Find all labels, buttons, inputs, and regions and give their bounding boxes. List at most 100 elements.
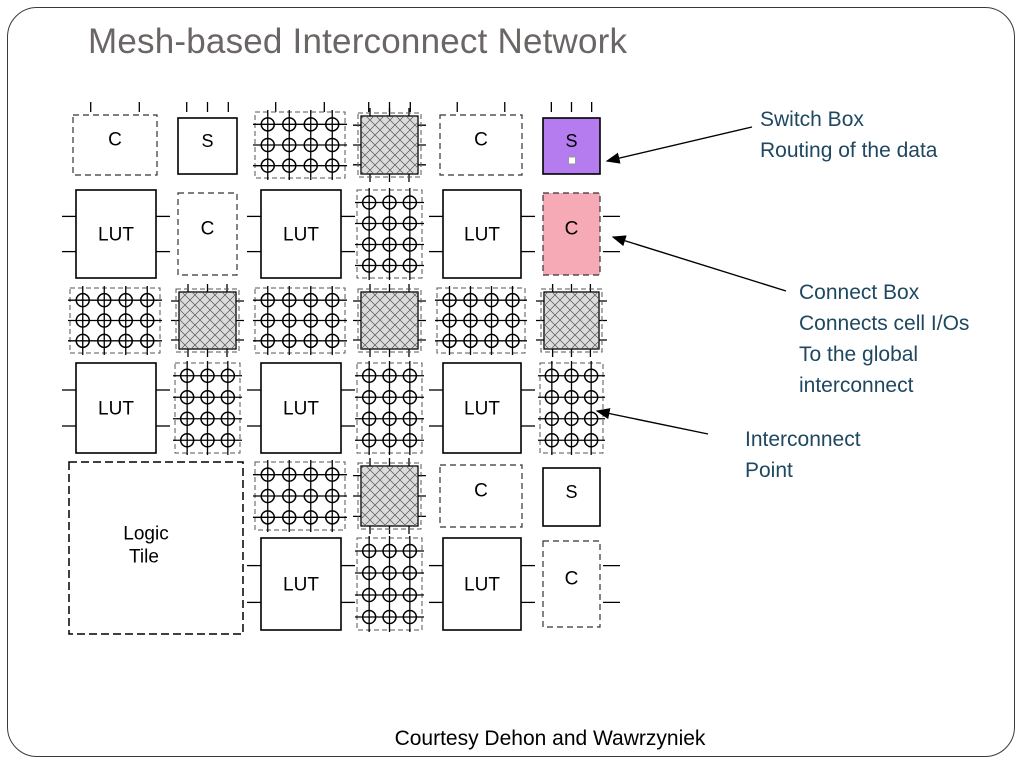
lut-block: LUT xyxy=(260,537,342,631)
interconnect-point xyxy=(382,587,397,603)
interconnect-point xyxy=(402,543,418,559)
block-label: C xyxy=(108,130,122,151)
interconnect-point xyxy=(140,313,155,328)
connect-block: C xyxy=(439,464,523,528)
interconnect-point xyxy=(361,565,377,581)
interconnect-point xyxy=(402,390,418,405)
dots-block xyxy=(538,361,605,455)
block-label: LUT xyxy=(98,399,134,420)
interconnect-point xyxy=(361,543,377,559)
interconnect-point xyxy=(179,368,195,383)
block-label: C xyxy=(565,569,579,590)
interconnect-point xyxy=(382,216,397,231)
credit-caption: Courtesy Dehon and Wawrzyniek xyxy=(394,727,706,750)
lut-block: LUT xyxy=(442,362,522,454)
interconnect-point xyxy=(564,368,579,383)
xbar-block xyxy=(353,108,426,182)
interconnect-point xyxy=(382,237,397,252)
interconnect-point xyxy=(303,137,318,153)
lut-block: LUT xyxy=(75,189,157,279)
interconnect-point xyxy=(260,137,275,153)
pointer-arrows xyxy=(595,126,787,435)
interconnect-point xyxy=(382,258,397,273)
interconnect-point xyxy=(260,333,275,349)
interconnect-point xyxy=(361,258,377,273)
interconnect-point xyxy=(361,587,377,603)
interconnect-point xyxy=(200,433,215,448)
dots-block xyxy=(435,286,527,355)
interconnect-point xyxy=(282,292,297,308)
interconnect-point xyxy=(442,333,457,349)
interconnect-point xyxy=(220,368,236,383)
interconnect-point xyxy=(220,411,236,426)
interconnect-point xyxy=(361,195,377,210)
interconnect-point xyxy=(325,137,340,153)
interconnect-point xyxy=(402,237,418,252)
interconnect-point xyxy=(402,411,418,426)
interconnect-point xyxy=(361,609,377,625)
interconnect-point-arrow xyxy=(595,408,709,435)
interconnect-point xyxy=(282,333,297,349)
annotation-connect-box: Connect Box Connects cell I/Os To the gl… xyxy=(799,277,969,401)
interconnect-point xyxy=(282,137,297,153)
interconnect-point xyxy=(402,565,418,581)
block-label: C xyxy=(565,219,579,240)
interconnect-point xyxy=(325,292,340,308)
slide-frame xyxy=(7,7,1015,757)
interconnect-point xyxy=(220,433,236,448)
interconnect-point xyxy=(303,333,318,349)
interconnect-point xyxy=(303,158,318,173)
interconnect-point xyxy=(484,292,499,308)
interconnect-point xyxy=(583,390,599,405)
interconnect-point xyxy=(382,565,397,581)
interconnect-point xyxy=(402,587,418,603)
lut-block: LUT xyxy=(260,362,342,454)
interconnect-point xyxy=(303,313,318,328)
interconnect-point xyxy=(97,292,112,308)
interconnect-point xyxy=(303,117,318,132)
annotation-connect-box-line-2: Connects cell I/Os xyxy=(799,312,970,335)
interconnect-point xyxy=(200,390,215,405)
block-label: S xyxy=(201,131,213,151)
interconnect-point xyxy=(484,313,499,328)
interconnect-point xyxy=(118,333,133,349)
dots-block xyxy=(253,460,347,532)
interconnect-point xyxy=(484,333,499,349)
interconnect-point xyxy=(463,333,478,349)
interconnect-point xyxy=(179,411,195,426)
marker-square xyxy=(568,156,576,165)
interconnect-point xyxy=(118,292,133,308)
interconnect-point xyxy=(325,467,340,482)
dots-block xyxy=(355,536,424,632)
interconnect-point xyxy=(325,117,340,132)
switch-block: S xyxy=(177,117,238,175)
dots-block xyxy=(253,110,347,180)
xbar-block xyxy=(536,284,607,357)
lut-block: LUT xyxy=(75,362,157,454)
block-label: C xyxy=(201,219,215,240)
interconnect-point xyxy=(463,292,478,308)
annotation-connect-box-line-4: interconnect xyxy=(799,374,914,397)
block-label: LUT xyxy=(283,399,319,420)
connect-block: C xyxy=(72,114,158,176)
interconnect-point xyxy=(564,433,579,448)
interconnect-point xyxy=(361,433,377,448)
interconnect-point xyxy=(361,390,377,405)
interconnect-point xyxy=(282,158,297,173)
interconnect-point xyxy=(260,510,275,525)
interconnect-point xyxy=(382,411,397,426)
dots-block xyxy=(68,286,162,355)
xbar-block xyxy=(353,458,426,534)
connect-block: C xyxy=(542,192,620,276)
block-label: S xyxy=(565,131,577,151)
annotation-switch-box-line-1: Switch Box xyxy=(760,108,864,131)
interconnect-point xyxy=(402,433,418,448)
interconnect-point xyxy=(564,411,579,426)
annotation-switch-box: Switch Box Routing of the data xyxy=(760,104,937,166)
interconnect-point xyxy=(325,510,340,525)
block-label: LUT xyxy=(464,575,500,596)
